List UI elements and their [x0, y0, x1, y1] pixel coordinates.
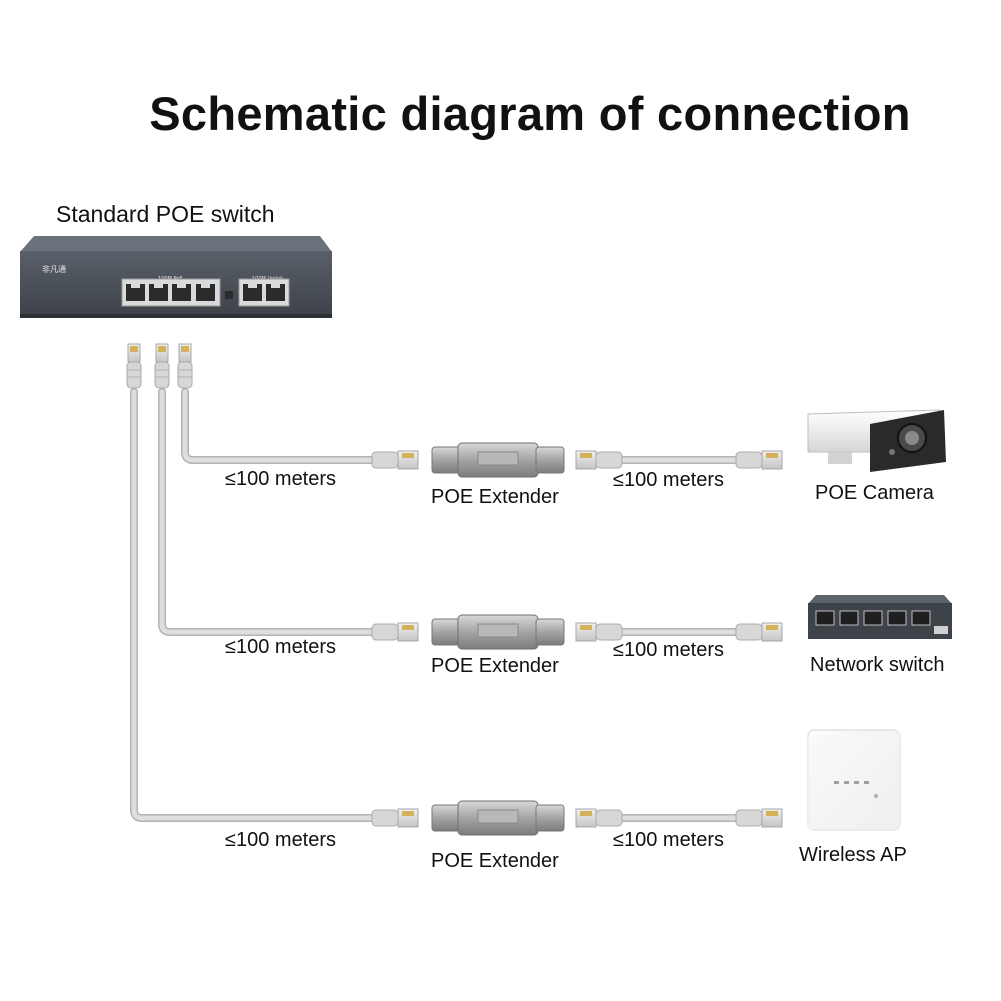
poe-extender-icon	[431, 442, 565, 478]
rj45-plug	[735, 450, 783, 470]
diagram-title: Schematic diagram of connection	[149, 87, 911, 140]
row1-hardware	[371, 442, 783, 478]
row3-cable-out-label: ≤100 meters	[613, 829, 724, 851]
switch-brand-text: 非凡通	[42, 264, 66, 274]
rj45-plug	[735, 622, 783, 642]
row2-device-label: Network switch	[810, 654, 944, 676]
row3-hardware	[371, 800, 783, 836]
rj45-plug	[371, 622, 419, 642]
row1-extender-label: POE Extender	[431, 486, 559, 508]
vertical-rj45-plugs	[126, 343, 193, 389]
rj45-plug	[575, 450, 623, 470]
row2-extender-label: POE Extender	[431, 655, 559, 677]
poe-extender-icon	[431, 800, 565, 836]
poe-extender-icon	[431, 614, 565, 650]
rj45-plug	[371, 450, 419, 470]
switch-ports	[126, 284, 285, 301]
row3-device-label: Wireless AP	[799, 844, 907, 866]
rj45-plug	[735, 808, 783, 828]
rj45-plug	[575, 622, 623, 642]
row1-cable-out-label: ≤100 meters	[613, 469, 724, 491]
poe-switch-label: Standard POE switch	[56, 201, 275, 227]
camera-icon	[807, 409, 946, 472]
wireless-ap-icon	[807, 729, 901, 831]
rj45-plug	[575, 808, 623, 828]
row1-cable-in-label: ≤100 meters	[225, 468, 336, 490]
network-switch-icon	[808, 595, 952, 639]
row3-extender-label: POE Extender	[431, 850, 559, 872]
rj45-plug	[371, 808, 419, 828]
row2-hardware	[371, 614, 783, 650]
row2-cable-in-label: ≤100 meters	[225, 636, 336, 658]
row3-cable-in-label: ≤100 meters	[225, 829, 336, 851]
poe-switch-icon: 非凡通 100M PoE 100M Uplink	[20, 236, 332, 318]
row2-cable-out-label: ≤100 meters	[613, 639, 724, 661]
row1-device-label: POE Camera	[815, 482, 935, 504]
